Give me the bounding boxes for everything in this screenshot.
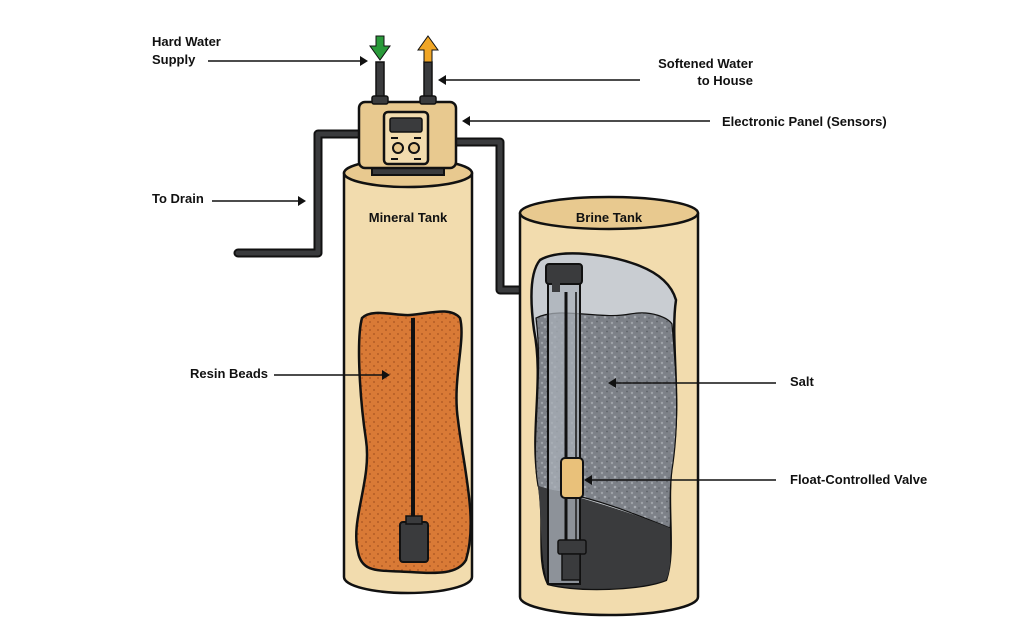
inlet-pipe — [369, 35, 391, 105]
distributor-basket — [399, 521, 429, 563]
drain-pipe — [233, 129, 365, 258]
label-hard-water-1: Hard Water — [152, 34, 221, 49]
label-brine-tank: Brine Tank — [576, 210, 643, 225]
label-softened-2: to House — [697, 73, 753, 88]
label-softened-1: Softened Water — [658, 56, 753, 71]
panel-button-left — [392, 142, 404, 154]
arrow-down-icon — [369, 35, 391, 61]
float-valve — [560, 457, 584, 499]
arrow-up-icon — [417, 35, 439, 63]
label-electronic-panel: Electronic Panel (Sensors) — [722, 114, 887, 129]
panel-button-right — [408, 142, 420, 154]
label-float-valve: Float-Controlled Valve — [790, 472, 927, 487]
panel-display — [389, 117, 423, 133]
label-hard-water-2: Supply — [152, 52, 196, 67]
brine-tank — [518, 195, 700, 617]
label-to-drain: To Drain — [152, 191, 204, 206]
brine-line-pipe — [455, 137, 532, 295]
label-mineral-tank: Mineral Tank — [369, 210, 448, 225]
label-resin-beads: Resin Beads — [190, 366, 268, 381]
outlet-pipe — [417, 35, 439, 105]
callouts — [208, 56, 776, 485]
label-salt: Salt — [790, 374, 815, 389]
control-head — [357, 100, 458, 176]
brine-well — [547, 281, 581, 585]
